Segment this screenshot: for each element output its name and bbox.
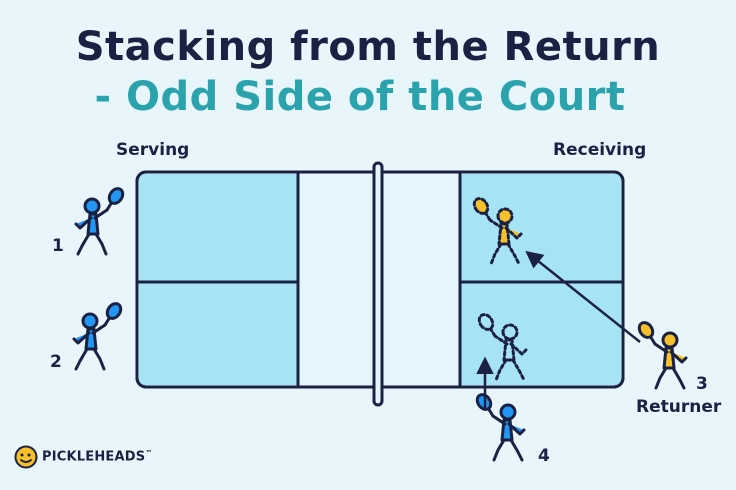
player-3-number: 3 — [696, 374, 708, 394]
left-service-box-top — [139, 174, 297, 281]
court — [135, 161, 625, 407]
pickleheads-logo: PICKLEHEADS™ — [14, 445, 153, 469]
title-line-1: Stacking from the Return — [75, 24, 661, 70]
net — [372, 161, 384, 407]
title-line-2: - Odd Side of the Court — [94, 74, 626, 120]
player-1-icon — [74, 184, 128, 256]
player-1-number: 1 — [52, 236, 64, 256]
player-4-icon — [472, 390, 526, 462]
logo-text: PICKLEHEADS™ — [42, 449, 153, 465]
arrow-player-3-movement — [525, 250, 641, 343]
receiving-label: Receiving — [553, 140, 647, 160]
player-2-number: 2 — [50, 352, 62, 372]
left-service-box-bottom — [139, 283, 297, 385]
pickleball-logo-icon — [14, 445, 38, 469]
player-2-icon — [72, 299, 126, 371]
player-3-icon — [634, 318, 688, 390]
returner-label: Returner — [636, 397, 722, 417]
serving-label: Serving — [116, 140, 190, 160]
player-4-number: 4 — [538, 446, 550, 466]
right-service-box-top — [461, 174, 621, 281]
